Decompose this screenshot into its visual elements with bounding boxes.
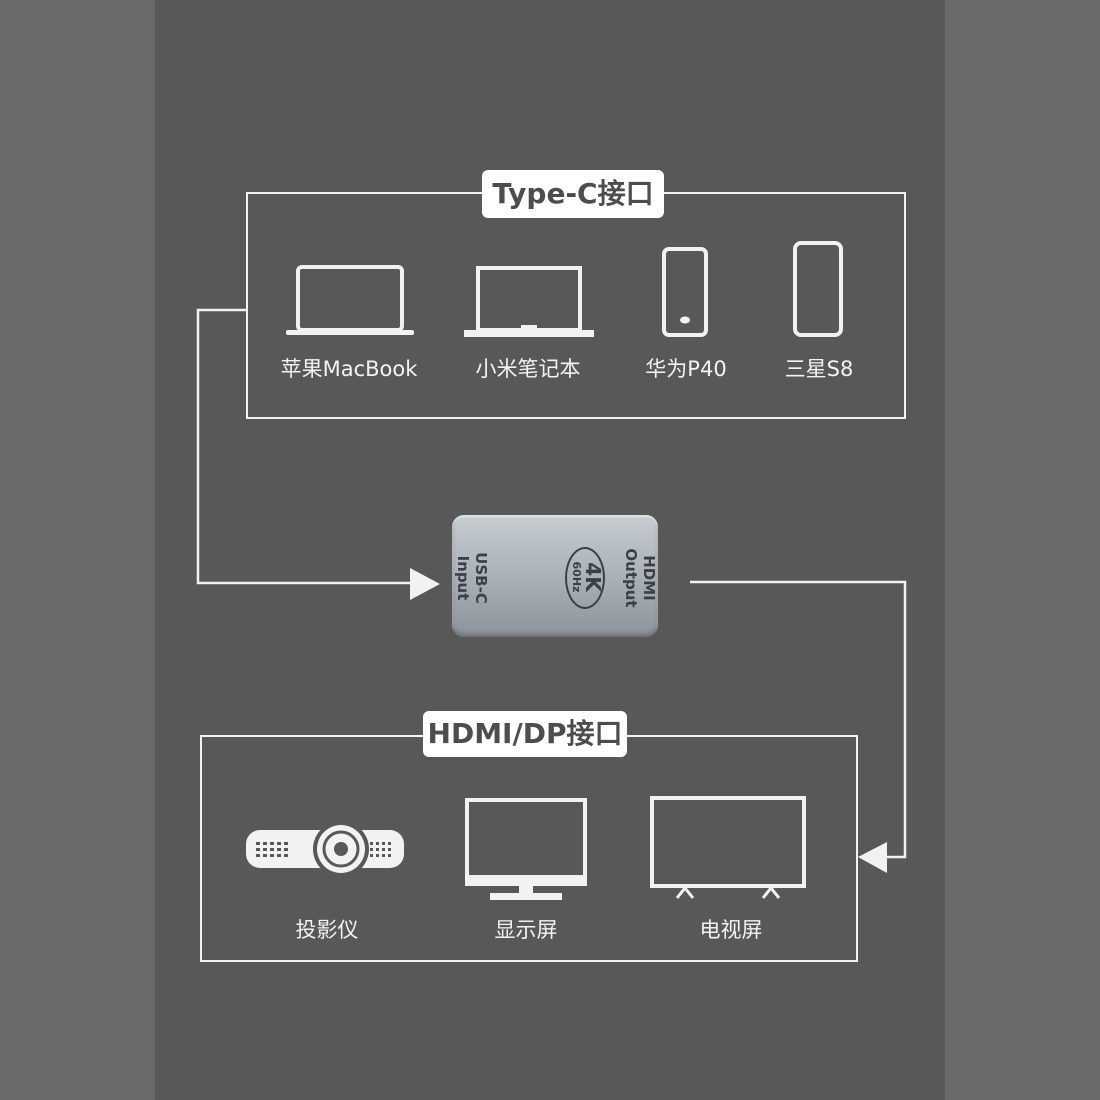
phone-icon bbox=[793, 241, 843, 337]
device-label-xiaomi: 小米笔记本 bbox=[475, 357, 581, 381]
input-arrow-icon bbox=[410, 568, 440, 600]
adapter-input-label: USB-C Input bbox=[454, 552, 490, 604]
laptop-icon bbox=[464, 266, 594, 337]
device-label-projector: 投影仪 bbox=[295, 918, 359, 942]
adapter-badge-text: 4K 60Hz bbox=[570, 561, 605, 593]
tv-icon bbox=[650, 796, 806, 899]
device-label-tv: 电视屏 bbox=[699, 918, 763, 942]
device-label-monitor: 显示屏 bbox=[494, 918, 558, 942]
device-label-macbook: 苹果MacBook bbox=[280, 357, 418, 381]
projector-icon bbox=[246, 822, 404, 877]
hdmi-dp-title: HDMI/DP接口 bbox=[423, 711, 627, 757]
phone-icon bbox=[662, 247, 708, 337]
monitor-icon bbox=[465, 798, 587, 900]
device-label-huawei: 华为P40 bbox=[645, 357, 727, 381]
type-c-title: Type-C接口 bbox=[482, 170, 664, 218]
input-wire bbox=[196, 308, 412, 585]
usb-c-to-hdmi-adapter: USB-C Input 4K 60Hz HDMI Output bbox=[452, 515, 658, 637]
output-wire bbox=[690, 580, 907, 859]
laptop-icon bbox=[286, 265, 414, 335]
adapter-4k-badge bbox=[565, 547, 605, 609]
adapter-output-label: HDMI Output bbox=[622, 548, 658, 608]
device-label-samsung: 三星S8 bbox=[784, 357, 854, 381]
output-arrow-icon bbox=[858, 842, 887, 873]
